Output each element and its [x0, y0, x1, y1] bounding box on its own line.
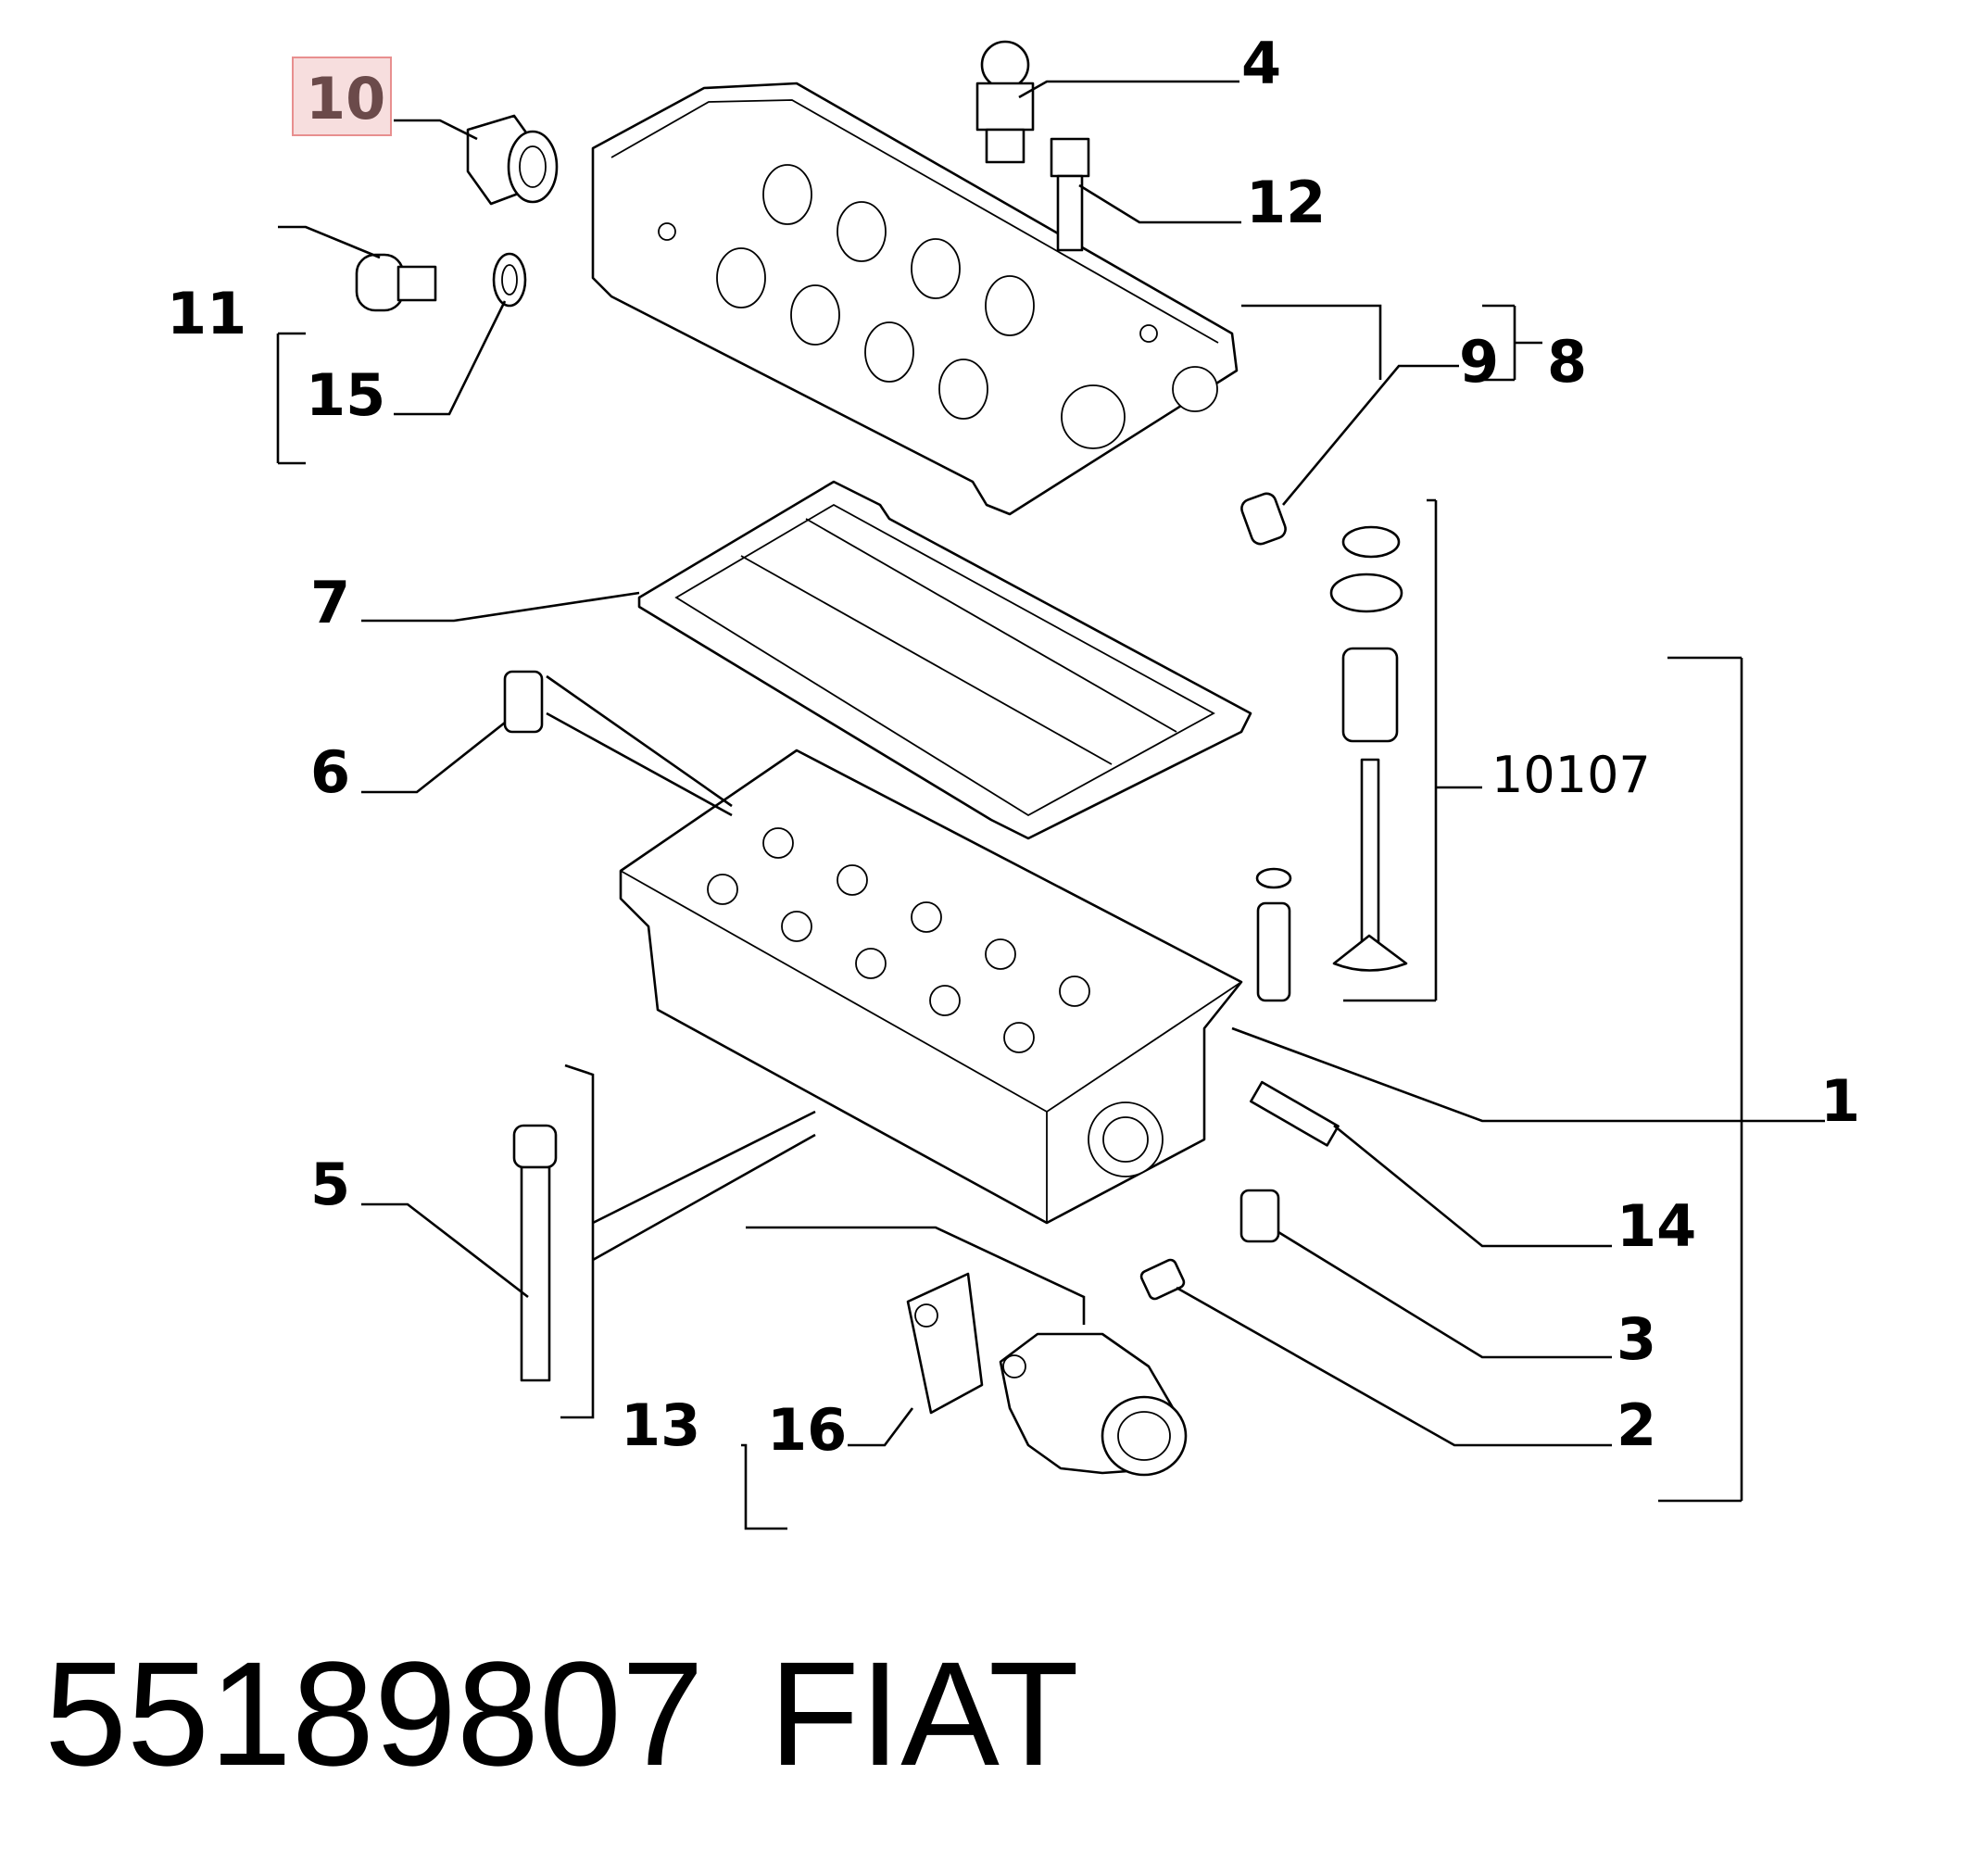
callout-16: 16: [767, 1396, 847, 1464]
dowel-9: [1240, 492, 1287, 546]
callout-1: 1: [1820, 1067, 1860, 1135]
stud-14: [1249, 1080, 1340, 1147]
bolt-5: [512, 1124, 558, 1382]
gasket-16: [906, 1272, 984, 1415]
callout-5: 5: [310, 1151, 350, 1218]
callout-10107: 10107: [1491, 746, 1651, 804]
callout-4: 4: [1241, 30, 1281, 97]
callout-9: 9: [1459, 328, 1499, 396]
plug-screw-11: [355, 253, 437, 312]
callout-15: 15: [306, 361, 385, 429]
callout-10: 10: [306, 65, 385, 132]
diagram-canvas: 10 4 12 11 15 9 8 7 6 10107 1 5 14 3 2 1…: [167, 30, 1860, 1530]
valve-guide: [1255, 867, 1292, 1002]
sensor-4: [975, 40, 1035, 164]
callout-2: 2: [1617, 1391, 1656, 1459]
selected-label-highlight: [292, 57, 392, 136]
valve-assembly: [1329, 525, 1408, 972]
water-outlet-13: [999, 1332, 1188, 1477]
dowel-6: [503, 670, 544, 734]
callout-7: 7: [310, 569, 350, 636]
camshaft-lobes: [716, 164, 1035, 420]
callout-6: 6: [310, 738, 350, 806]
valve-ports: [707, 827, 1090, 1053]
plug-10: [466, 114, 559, 206]
washer-15: [492, 252, 527, 308]
bolt-12: [1050, 137, 1090, 252]
callout-11: 11: [167, 280, 246, 347]
dowel-3: [1239, 1189, 1280, 1243]
part-number: 55189807: [44, 1630, 704, 1796]
brand-name: FIAT: [769, 1630, 1079, 1796]
cylinder-head: [619, 749, 1243, 1225]
camshaft-carrier: [591, 82, 1239, 516]
callout-8: 8: [1547, 328, 1587, 396]
gasket: [637, 480, 1252, 840]
callout-12: 12: [1246, 169, 1326, 236]
callout-labels: 10 4 12 11 15 9 8 7 6 10107 1 5 14 3 2 1…: [167, 30, 1860, 1464]
leader-lines: [276, 80, 1825, 1530]
callout-13: 13: [621, 1391, 700, 1459]
callout-3: 3: [1617, 1305, 1656, 1373]
plug-2: [1139, 1258, 1186, 1301]
callout-14: 14: [1617, 1192, 1696, 1260]
